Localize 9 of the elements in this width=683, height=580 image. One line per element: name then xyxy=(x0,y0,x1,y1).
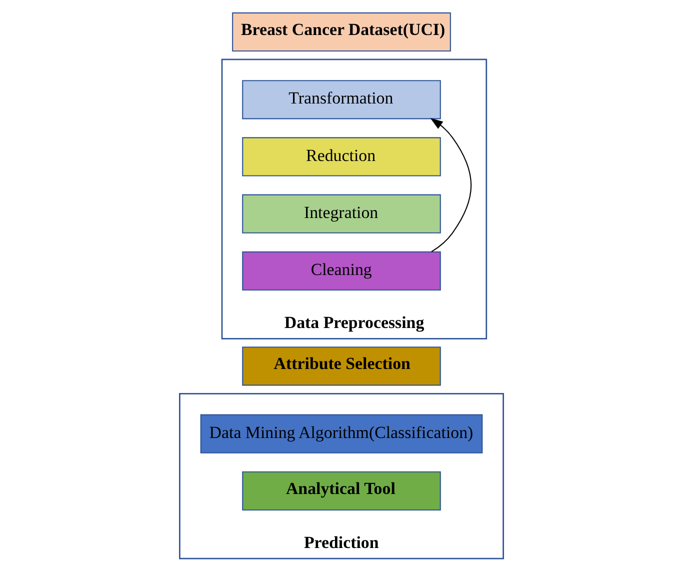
node-box: Data Mining Algorithm(Classification) xyxy=(200,414,483,454)
node-box: Transformation xyxy=(242,80,441,120)
node-box: Attribute Selection xyxy=(242,346,441,386)
node-box: Cleaning xyxy=(242,251,441,291)
node-box: Reduction xyxy=(242,137,441,176)
node-box: Analytical Tool xyxy=(242,471,441,510)
node-box: Integration xyxy=(242,194,441,234)
arrow xyxy=(430,118,472,252)
node-box: Breast Cancer Dataset(UCI) xyxy=(232,12,451,52)
